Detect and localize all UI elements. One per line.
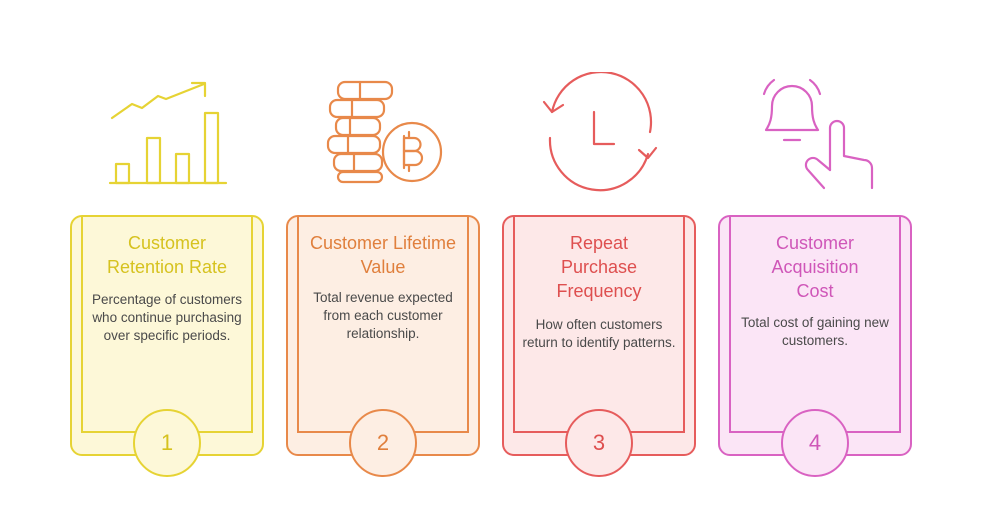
growth-chart-icon <box>104 72 232 200</box>
card-title: Customer Lifetime Value <box>309 233 457 277</box>
card-2: Customer Lifetime Value Total revenue ex… <box>286 215 480 485</box>
card-description: Percentage of customers who continue pur… <box>91 292 243 343</box>
card-3: Repeat Purchase Frequency How often cust… <box>502 215 696 485</box>
card-number: 2 <box>376 430 390 455</box>
cycle-clock-icon <box>536 72 664 200</box>
card-number: 1 <box>160 430 174 455</box>
card-title: Customer Acquisition Cost <box>771 233 859 301</box>
bitcoin-coins-icon <box>320 72 448 200</box>
card-title: Customer Retention Rate <box>106 233 228 277</box>
card-description: Total cost of gaining new customers. <box>741 315 889 348</box>
card-1: Customer Retention Rate Percentage of cu… <box>70 215 264 485</box>
card-description: How often customers return to identify p… <box>522 317 676 350</box>
card-4: Customer Acquisition Cost Total cost of … <box>718 215 912 485</box>
card-description: Total revenue expected from each custome… <box>313 290 453 341</box>
card-number: 4 <box>808 430 822 455</box>
bell-click-icon <box>752 72 880 200</box>
card-title: Repeat Purchase Frequency <box>556 233 642 301</box>
card-number: 3 <box>592 430 606 455</box>
